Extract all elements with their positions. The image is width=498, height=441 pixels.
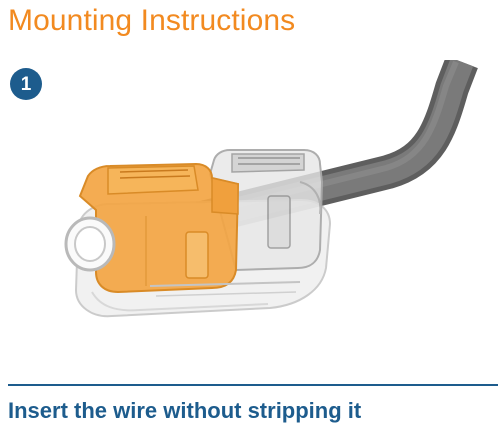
section-divider	[8, 384, 498, 386]
wire-opening	[64, 216, 116, 272]
wire-tap-connector-icon	[64, 60, 478, 318]
page-title: Mounting Instructions	[8, 4, 296, 37]
connector-base	[149, 281, 301, 297]
step-number-badge: 1	[10, 68, 42, 100]
orange-clamp	[78, 162, 240, 294]
wire	[165, 60, 478, 243]
step-instruction: Insert the wire without stripping it	[8, 398, 362, 423]
step-number: 1	[20, 73, 32, 95]
